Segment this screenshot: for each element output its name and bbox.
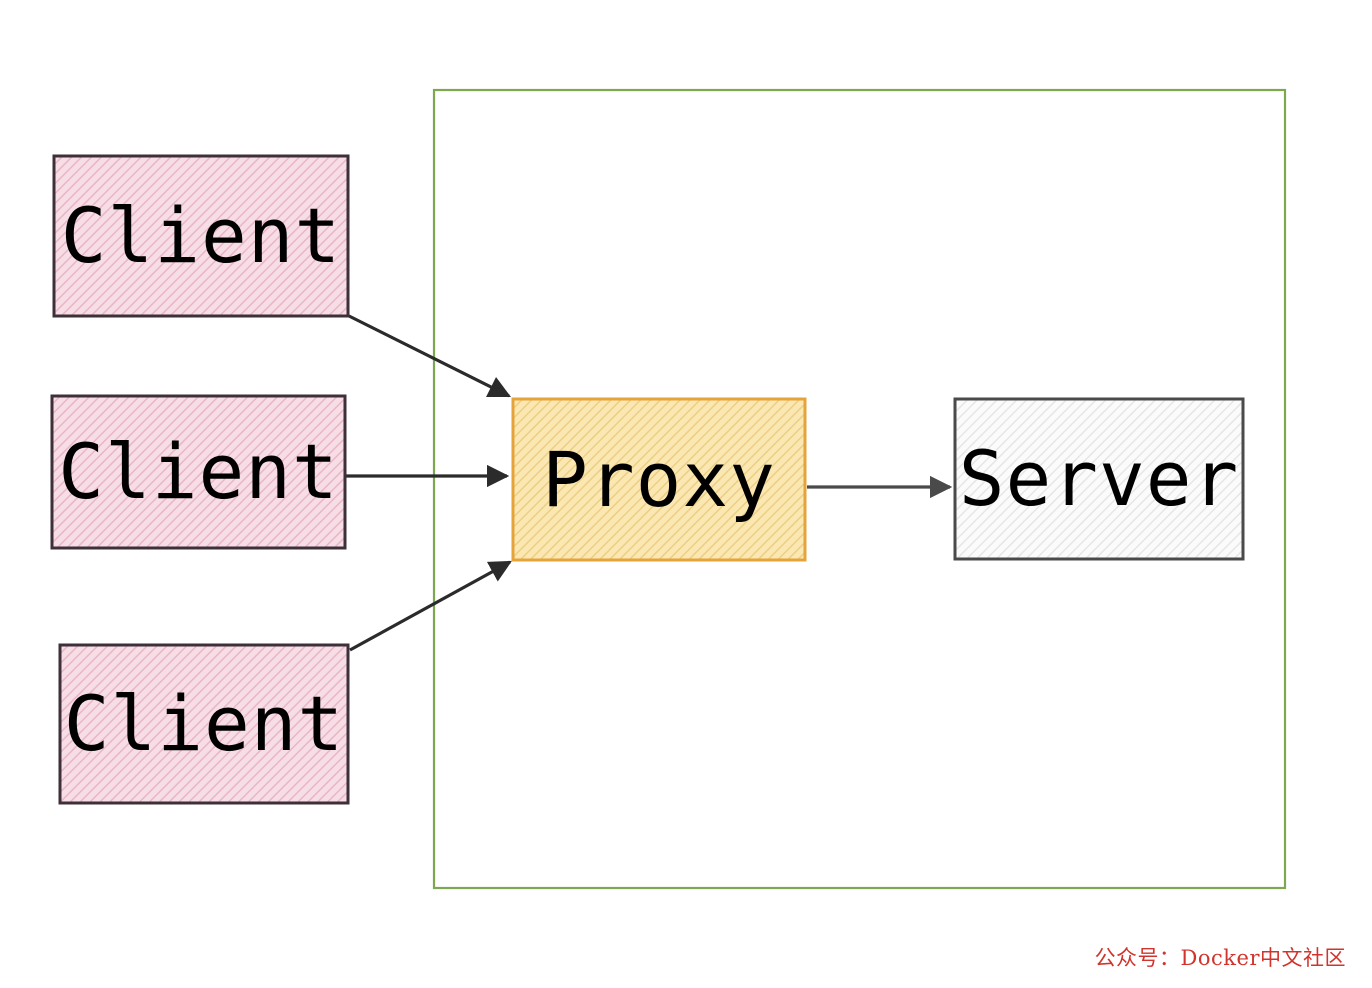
server-side-boundary bbox=[432, 88, 1287, 890]
node-box-client-2[interactable] bbox=[50, 394, 347, 550]
edge-client1-to-proxy bbox=[348, 314, 512, 398]
node-box-client-3[interactable] bbox=[58, 643, 350, 805]
node-box-client-1[interactable] bbox=[52, 154, 350, 318]
node-box-server[interactable] bbox=[953, 397, 1245, 561]
watermark-text: 公众号：Docker中文社区 bbox=[1094, 946, 1346, 970]
edge-client3-to-proxy bbox=[349, 560, 512, 652]
edge-group bbox=[346, 314, 953, 652]
node-box-proxy[interactable] bbox=[511, 397, 807, 562]
node-group bbox=[50, 154, 1245, 805]
